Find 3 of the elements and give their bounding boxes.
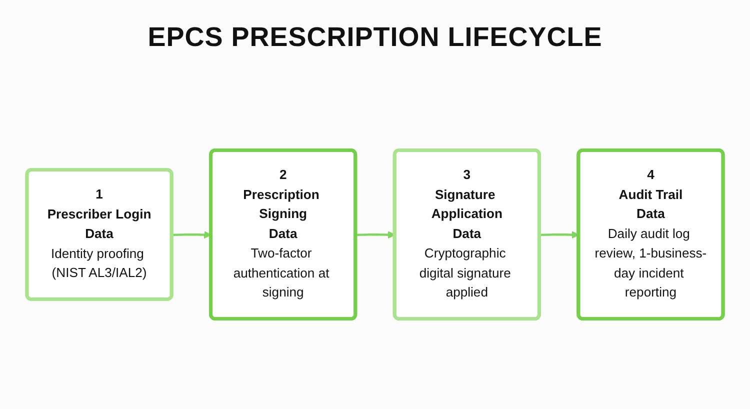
arrow [356,230,396,239]
diagram-title: EPCS PRESCRIPTION LIFECYCLE [146,22,604,53]
arrow [172,230,212,239]
